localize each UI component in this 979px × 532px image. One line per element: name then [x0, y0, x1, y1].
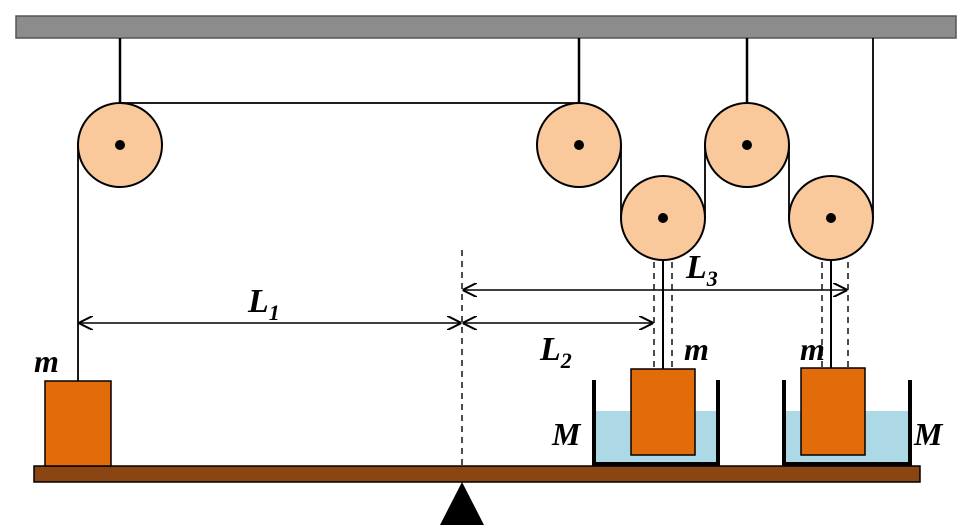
rope	[77, 38, 874, 381]
label-container-left: M	[551, 416, 582, 452]
container-left	[592, 380, 720, 466]
block-right	[800, 367, 866, 456]
label-container-right: M	[913, 416, 944, 452]
label-l1: L1	[247, 283, 280, 325]
label-mass-right: m	[800, 331, 825, 367]
pulley-top-middle	[536, 102, 622, 188]
container-right	[782, 380, 912, 466]
ceiling-hangers	[118, 38, 749, 145]
ceiling-bar	[15, 15, 957, 39]
label-mass-middle: m	[684, 331, 709, 367]
block-left	[44, 380, 112, 467]
label-mass-left: m	[34, 343, 59, 379]
pulley-top-right	[704, 102, 790, 188]
lever-beam	[33, 465, 921, 483]
pulley-top-left	[77, 102, 163, 188]
block-middle	[630, 368, 696, 456]
label-l2: L2	[539, 331, 572, 373]
pulley-lower-left	[620, 175, 706, 261]
fulcrum	[440, 482, 484, 525]
dashed-reference-lines	[461, 250, 849, 482]
pulley-lower-right	[788, 175, 874, 261]
label-l3: L3	[685, 249, 718, 291]
